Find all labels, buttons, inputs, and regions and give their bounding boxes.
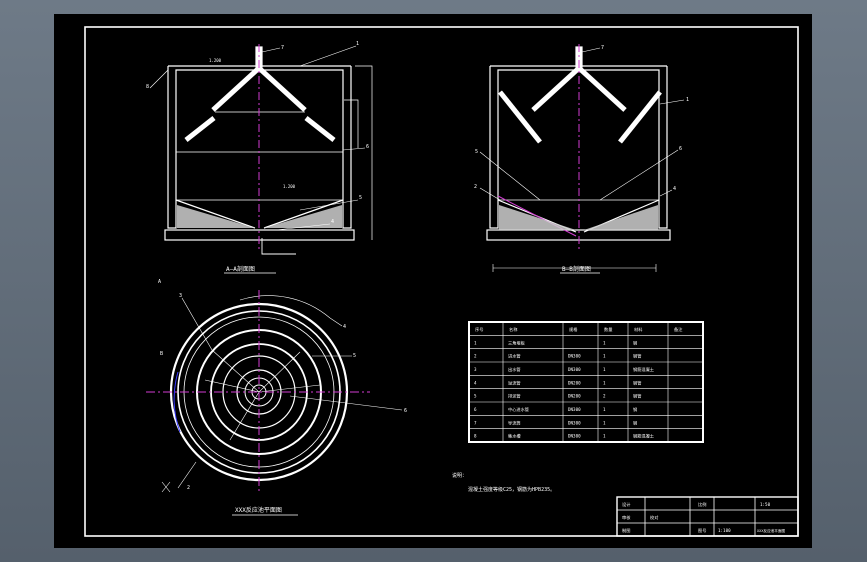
table-header-cell: 序号	[475, 326, 483, 333]
plan-callouts: 3 4 5 6 2 A B	[158, 279, 407, 491]
table-cell: 6	[474, 407, 477, 412]
svg-text:5: 5	[359, 195, 362, 201]
table-cell: DN300	[568, 434, 581, 439]
svg-text:图号: 图号	[698, 528, 706, 534]
svg-text:B: B	[160, 351, 163, 357]
svg-text:8: 8	[146, 84, 149, 90]
table-cell: 1	[603, 354, 606, 359]
notes-heading: 说明：	[452, 472, 467, 479]
svg-text:设计: 设计	[622, 501, 630, 508]
table-cell: 溢流管	[508, 379, 521, 386]
table-cell: 钢筋混凝土	[633, 433, 654, 440]
table-header-cell: 名称	[509, 326, 517, 333]
table-header-cell: 材料	[634, 326, 643, 333]
svg-text:2: 2	[187, 485, 190, 491]
table-cell: 1	[603, 340, 606, 345]
svg-text:5: 5	[353, 353, 356, 359]
svg-text:7: 7	[281, 45, 284, 51]
title-block-text: 设计 比例 1:50 审核 校对 制图 图号 XXX反应池平面图 1:100	[622, 501, 785, 534]
table-cell: 出水管	[508, 366, 521, 373]
svg-text:比例: 比例	[698, 501, 706, 508]
table-header-cell: 备注	[674, 326, 683, 333]
section-b-leaders	[479, 47, 685, 201]
table-cell: 钢	[633, 339, 637, 346]
table-cell: 排泥管	[508, 393, 521, 400]
table-cell: 钢	[633, 406, 637, 413]
table-cell: 三角堰板	[508, 339, 526, 346]
table-cell: 钢管	[633, 393, 641, 400]
svg-text:1:100: 1:100	[718, 528, 731, 533]
svg-text:A: A	[158, 279, 161, 285]
table-cell: 1	[603, 420, 606, 425]
table-cell: 集水槽	[508, 433, 521, 440]
title-block	[616, 496, 799, 537]
table-cell: DN300	[568, 367, 581, 372]
plan-leaders	[161, 297, 403, 493]
svg-text:6: 6	[366, 144, 369, 150]
table-cell: DN300	[568, 407, 581, 412]
section-a-callouts: 7 8 1 6 5 4	[146, 41, 369, 225]
svg-text:4: 4	[331, 219, 334, 225]
table-cell: 3	[474, 367, 477, 372]
svg-text:6: 6	[679, 146, 682, 152]
table-cell: DN200	[568, 380, 581, 385]
table-cell: 2	[474, 354, 477, 359]
svg-text:制图: 制图	[622, 527, 630, 534]
table-cell: DN200	[568, 394, 581, 399]
svg-text:4: 4	[343, 324, 346, 330]
parts-table: 序号 名称 规格 数量 材料 备注 1 三角堰板 1 钢 2 进水管 DN300 1 钢管 3 出水管 DN300…	[468, 321, 704, 443]
table-cell: 2	[603, 394, 606, 399]
svg-text:1:50: 1:50	[760, 502, 771, 507]
section-b-title: B—B剖面图	[562, 265, 591, 273]
svg-text:1: 1	[686, 97, 689, 103]
svg-text:3: 3	[179, 293, 182, 299]
table-cell: 4	[474, 380, 477, 385]
section-b-callouts: 7 1 5 6 2 4	[474, 45, 689, 192]
table-cell: DN300	[568, 354, 581, 359]
table-cell: 钢管	[633, 379, 641, 386]
table-cell: 5	[474, 394, 477, 399]
drawing-sheet	[54, 14, 812, 548]
table-cell: 1	[603, 434, 606, 439]
section-a-elev-mid: 1.200	[283, 184, 296, 189]
table-cell: DN300	[568, 420, 581, 425]
plan-title: XXX反应池平面图	[235, 506, 282, 514]
section-a-elev-top: 1.200	[209, 58, 222, 63]
table-cell: 1	[474, 340, 477, 345]
table-cell: 钢管	[633, 353, 641, 360]
svg-text:2: 2	[474, 184, 477, 190]
table-cell: 钢筋混凝土	[633, 366, 654, 373]
notes-line-1: 混凝土强度等级C25，钢筋为HPB235。	[468, 486, 555, 493]
table-cell: 1	[603, 380, 606, 385]
section-a-concrete-fill	[177, 205, 342, 228]
table-cell: 进水管	[508, 353, 521, 360]
svg-text:4: 4	[673, 186, 676, 192]
table-cell: 钢	[633, 419, 637, 426]
table-cell: 中心进水管	[508, 406, 529, 413]
svg-text:审核: 审核	[622, 514, 631, 521]
section-a-dimension	[344, 65, 373, 240]
drawing-border	[84, 26, 799, 537]
section-b-concrete-fill	[499, 205, 658, 230]
svg-text:XXX反应池平面图: XXX反应池平面图	[757, 528, 785, 533]
svg-text:1: 1	[356, 41, 359, 47]
table-header-cell: 数量	[604, 326, 612, 333]
section-a-baffle-arms	[184, 66, 336, 142]
section-a-leaders	[149, 45, 366, 231]
svg-text:5: 5	[475, 149, 478, 155]
plan-radial-lines	[204, 349, 321, 441]
section-a-title: A—A剖面图	[226, 265, 255, 273]
table-cell: 8	[474, 434, 477, 439]
section-b-dimension	[492, 264, 657, 272]
table-cell: 7	[474, 420, 477, 425]
section-b-baffle-arms	[498, 66, 662, 144]
svg-text:6: 6	[404, 408, 407, 414]
table-cell: 1	[603, 367, 606, 372]
svg-text:校对: 校对	[650, 514, 658, 521]
svg-text:7: 7	[601, 45, 604, 51]
table-cell: 导流筒	[508, 419, 521, 426]
table-cell: 1	[603, 407, 606, 412]
table-header-cell: 规格	[569, 326, 578, 333]
